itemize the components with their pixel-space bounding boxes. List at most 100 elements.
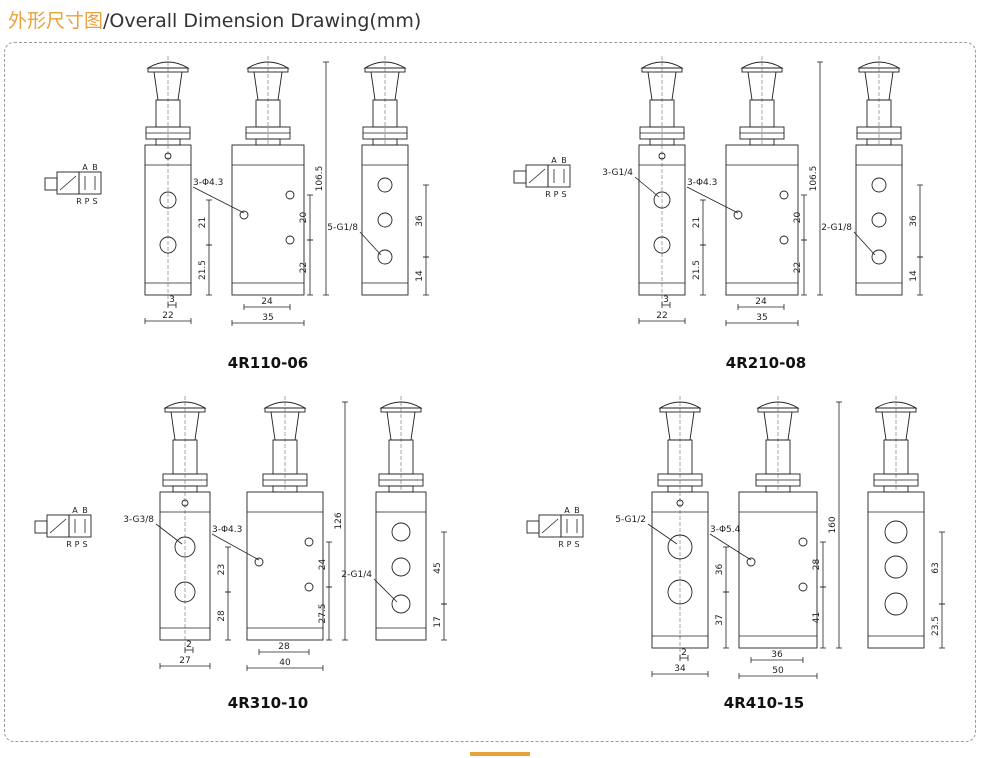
- 4r110-right-port: [377, 177, 393, 193]
- 4r110-side-dim-c: 24: [261, 297, 273, 307]
- 4r310-right-dim-b: 17: [433, 616, 443, 627]
- 4r310-side-button: [262, 396, 308, 493]
- symbol-label-s: S: [574, 540, 579, 549]
- 4r210-right-dim-a: 36: [909, 215, 919, 227]
- 4r210-right-dim-b: 14: [909, 270, 919, 282]
- flow-arrow: [528, 168, 546, 184]
- 4r410-front-dim-c: 2: [681, 648, 687, 658]
- 4r110-right-dim-b: 14: [415, 270, 425, 282]
- symbol-label-s: S: [82, 540, 87, 549]
- symbol-label-s: S: [92, 197, 97, 206]
- 4r410-right-body: [867, 491, 925, 649]
- 4r210-side-mount-hole: [779, 190, 789, 200]
- symbol-label-a: A: [82, 163, 88, 172]
- symbol-label-r: R: [545, 190, 551, 199]
- actuator-box: [513, 170, 527, 184]
- symbol-label-a: A: [72, 506, 78, 515]
- flow-arrow: [49, 518, 67, 534]
- actuator-box: [526, 520, 540, 534]
- 4r310-leader: [373, 578, 398, 603]
- 4r210-hole-label: 3-Φ4.3: [687, 178, 717, 188]
- page-title: 外形尺寸图/Overall Dimension Drawing(mm): [8, 6, 421, 33]
- 4r210-right-port: [871, 249, 887, 265]
- 4r410-side-dim-b: 41: [812, 612, 822, 623]
- symbol-label-p: P: [567, 540, 572, 549]
- 4r110-hole-label: 3-Φ4.3: [193, 178, 223, 188]
- 4r110-side-mount-hole: [285, 235, 295, 245]
- 4r410-side-dim-a: 28: [812, 559, 822, 571]
- title-cn: 外形尺寸图: [8, 10, 104, 32]
- 4r310-leader: [155, 523, 183, 545]
- 4r210-front-port-label: 3-G1/4: [602, 168, 633, 178]
- 4r210-model-title: 4R210-08: [726, 354, 806, 372]
- 4r210-front-dim-d: 22: [656, 311, 667, 321]
- symbol-label-r: R: [66, 540, 72, 549]
- 4r310-side-mount-hole: [304, 582, 314, 592]
- symbol-box-right: [560, 514, 584, 538]
- symbol-box-right: [78, 171, 102, 195]
- 4r310-right-button: [378, 396, 424, 493]
- 4r210-right-port: [871, 177, 887, 193]
- 4r310-right-body: [375, 491, 427, 641]
- 4r110-side-dim-b: 22: [299, 262, 309, 273]
- 4r210-leader: [634, 176, 660, 198]
- 4r410-side-mount-hole: [746, 557, 756, 567]
- 4r310-right-port: [391, 557, 411, 577]
- 4r210-side-dim-a: 20: [793, 212, 803, 224]
- symbol-box-right: [547, 164, 571, 188]
- 4r110-side-button: [245, 56, 291, 146]
- 4r310-right-port: [391, 594, 411, 614]
- 4r210-right-button: [856, 56, 902, 146]
- symbol-label-s: S: [561, 190, 566, 199]
- 4r110-front-dim-c: 3: [169, 295, 175, 305]
- 4r410-side-mount-hole: [798, 537, 808, 547]
- 4r310-leader: [211, 533, 260, 561]
- 4r210-side-button: [739, 56, 785, 146]
- 4r310-side-body: [246, 491, 324, 641]
- 4r110-side-dim-height: 106.5: [315, 166, 325, 192]
- accent-mark: [470, 752, 530, 756]
- 4r310-side-dim-height: 126: [334, 512, 344, 529]
- symbol-label-a: A: [551, 156, 557, 165]
- flow-arrow: [541, 518, 559, 534]
- 4r110-side-body: [231, 144, 305, 296]
- 4r110-side-dim-d: 35: [262, 313, 273, 323]
- 4r310-right-port: [391, 522, 411, 542]
- 4r210-side-mount-hole: [779, 235, 789, 245]
- 4r110-side-dim-a: 20: [299, 212, 309, 224]
- symbol-label-p: P: [554, 190, 559, 199]
- 4r210-front-dim-c: 3: [663, 295, 669, 305]
- 4r110-leader: [359, 231, 382, 256]
- 4r310-front-dim-c: 2: [186, 640, 192, 650]
- 4r210-leader: [686, 186, 739, 214]
- 4r410-side-mount-hole: [798, 582, 808, 592]
- flow-arrow: [59, 175, 77, 191]
- 4r410-front-port-label: 5-G1/2: [615, 515, 646, 525]
- 4r210-front-dim-a: 21: [692, 217, 702, 228]
- 4r110-right-port: [377, 212, 393, 228]
- symbol-label-b: B: [561, 156, 567, 165]
- 4r410-front-dim-a: 36: [715, 564, 725, 576]
- 4r210-port-label: 2-G1/8: [821, 223, 852, 233]
- actuator-box: [34, 520, 48, 534]
- 4r410-right-port: [884, 555, 908, 579]
- 4r210-side-mount-hole: [733, 210, 743, 220]
- 4r110-side-mount-hole: [239, 210, 249, 220]
- 4r410-hole-label: 3-Φ5.4: [710, 525, 741, 535]
- 4r310-side-dim-c: 28: [278, 642, 290, 652]
- title-en: /Overall Dimension Drawing(mm): [103, 10, 422, 32]
- 4r410-front-dim-d: 34: [674, 664, 686, 674]
- 4r410-side-body: [738, 491, 818, 649]
- 4r310-side-dim-d: 40: [279, 658, 291, 668]
- 4r310-front-port-label: 3-G3/8: [123, 515, 154, 525]
- 4r310-side-dim-b: 27.5: [318, 603, 328, 623]
- 4r110-side-mount-hole: [285, 190, 295, 200]
- 4r110-right-port: [377, 249, 393, 265]
- 4r110-front-dim-b: 21.5: [198, 260, 208, 280]
- 4r110-front-dim-a: 21: [198, 217, 208, 228]
- 4r410-front-button: [657, 396, 703, 493]
- 4r110-right-dim-a: 36: [415, 215, 425, 227]
- symbol-label-b: B: [574, 506, 580, 515]
